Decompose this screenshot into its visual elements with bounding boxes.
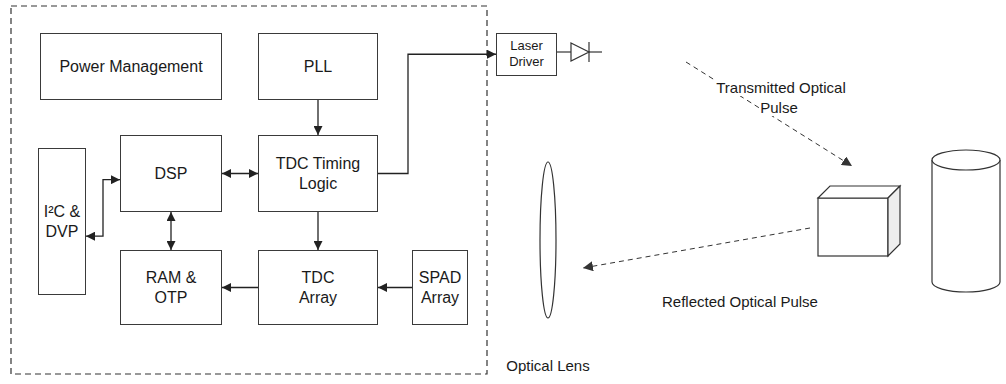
box-label: Laser Driver bbox=[501, 38, 552, 71]
power-management-box: Power Management bbox=[40, 33, 222, 100]
signal-connector bbox=[317, 100, 318, 135]
label-text: Transmitted Optical Pulse bbox=[714, 79, 846, 116]
box-label: Power Management bbox=[59, 57, 202, 77]
laser-driver-box: Laser Driver bbox=[496, 33, 557, 76]
transmitted-pulse-arrow bbox=[686, 62, 852, 166]
label-text: Optical Lens bbox=[504, 357, 591, 374]
label-text: Reflected Optical Pulse bbox=[660, 293, 820, 310]
spad-array-box: SPAD Array bbox=[412, 250, 468, 325]
signal-connector bbox=[86, 180, 120, 237]
tdc-array-box: TDC Array bbox=[258, 250, 378, 325]
signal-connector bbox=[317, 212, 318, 250]
signal-connector bbox=[378, 54, 496, 173]
optical-lens bbox=[540, 162, 556, 318]
box-label: I²C & DVP bbox=[43, 202, 81, 242]
box-label: TDC Timing Logic bbox=[263, 154, 373, 194]
timing-logic-box: TDC Timing Logic bbox=[258, 135, 378, 212]
interface-box: I²C & DVP bbox=[38, 148, 86, 295]
pulse-label: Transmitted Optical Pulse bbox=[700, 78, 860, 117]
box-label: TDC Array bbox=[288, 268, 348, 308]
lens-label: Optical Lens bbox=[478, 356, 618, 376]
box-label: RAM & OTP bbox=[141, 268, 201, 308]
target-cube bbox=[818, 186, 900, 256]
signal-connector bbox=[222, 173, 258, 174]
memory-box: RAM & OTP bbox=[120, 250, 222, 325]
signal-connector bbox=[378, 287, 412, 288]
pulse-label: Reflected Optical Pulse bbox=[660, 292, 820, 312]
signal-connector bbox=[222, 287, 258, 288]
reflected-pulse-arrow bbox=[583, 228, 810, 268]
signal-connector bbox=[170, 212, 171, 250]
target-cylinder bbox=[932, 150, 1000, 292]
dsp-box: DSP bbox=[120, 135, 222, 212]
chip-boundary bbox=[11, 6, 487, 374]
pll-box: PLL bbox=[258, 33, 378, 100]
laser-diode-symbol bbox=[557, 42, 602, 62]
box-label: SPAD Array bbox=[417, 268, 463, 308]
box-label: PLL bbox=[304, 57, 332, 77]
box-label: DSP bbox=[155, 164, 188, 184]
